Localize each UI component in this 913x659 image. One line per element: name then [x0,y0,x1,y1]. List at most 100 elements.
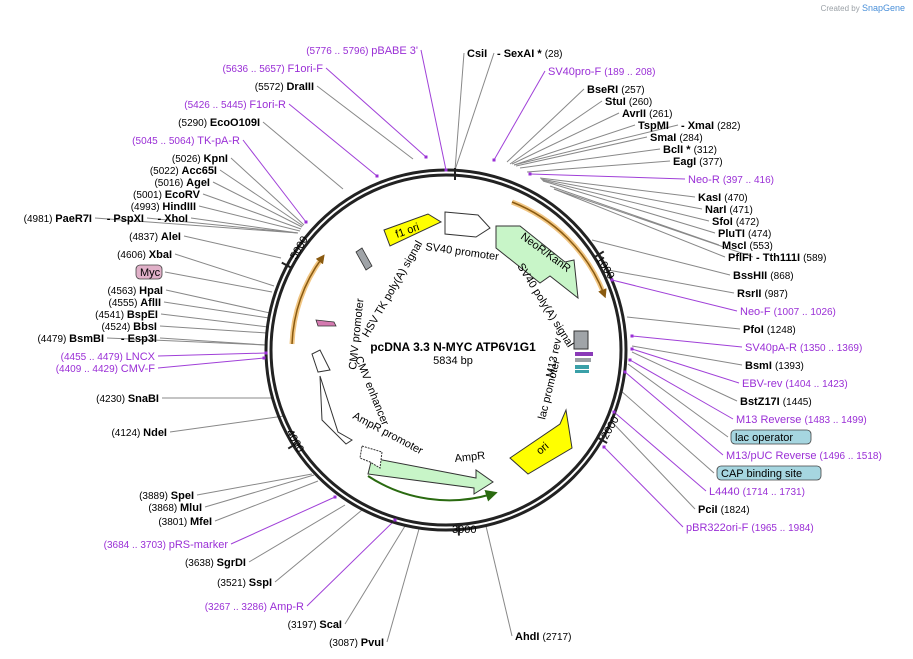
site-label-sfoi[interactable]: SfoI (472) [712,216,759,228]
site-label-pflfi[interactable]: PflFI [728,252,752,264]
site-label-ebv-rev[interactable]: EBV-rev (1404 .. 1423) [742,378,848,390]
site-label-xmai[interactable]: - XmaI (282) [681,120,740,132]
site-label-pvui[interactable]: (3087) PvuI [329,637,384,649]
site-text-pspxi: - PspXI [107,213,144,225]
site-label-hindiii[interactable]: (4993) HindIII [131,201,196,213]
site-text-bcli: BclI * (312) [663,144,717,156]
site-label-lac-operator[interactable]: lac operator [730,429,812,445]
leader-line-alei [183,235,282,259]
site-label-eagi[interactable]: EagI (377) [673,156,723,168]
site-label-hpai[interactable]: (4563) HpaI [107,285,163,297]
site-label-neo-r[interactable]: Neo-R (397 .. 416) [688,174,774,186]
site-label-mlui[interactable]: (3868) MluI [148,502,202,514]
leader-line-bsmbi [106,337,267,346]
site-label-nari[interactable]: NarI (471) [705,204,753,216]
site-label-draiii[interactable]: (5572) DraIII [255,81,314,93]
leader-line-tth111i [553,188,754,258]
leader-line-nari [540,178,703,210]
site-label-stui[interactable]: StuI (260) [605,96,652,108]
site-label-tspmi[interactable]: TspMI [638,120,669,132]
site-text-sspi: (3521) SspI [217,577,272,589]
site-label-bbsi[interactable]: (4524) BbsI [101,321,157,333]
backbone-inner [269,173,623,527]
site-text-csii: CsiI [467,48,487,60]
site-label-bsmi[interactable]: BsmI (1393) [745,360,804,372]
tick-4000 [287,441,299,450]
site-label-ahdi[interactable]: AhdI (2717) [515,631,571,643]
site-label-myc[interactable]: Myc [135,264,163,280]
site-text-xbai: (4606) XbaI [117,249,172,261]
leader-line-sspi [274,509,363,583]
site-label-agei[interactable]: (5016) AgeI [154,177,210,189]
tick-5000 [281,261,293,270]
site-label-pbabe-3[interactable]: (5776 .. 5796) pBABE 3' [306,45,418,57]
site-text-scai: (3197) ScaI [288,619,342,631]
site-label-bstz17i[interactable]: BstZ17I (1445) [740,396,812,408]
site-label-pbr322ori-f[interactable]: pBR322ori-F (1965 .. 1984) [686,522,814,534]
plasmid-length: 5834 bp [433,355,473,367]
site-label-m13-puc-reverse[interactable]: M13/pUC Reverse (1496 .. 1518) [726,450,882,462]
site-label-pspxi[interactable]: - PspXI [107,213,144,225]
site-label-kpni[interactable]: (5026) KpnI [172,153,228,165]
feature-sv40-polya [573,330,589,350]
site-label-avrii[interactable]: AvrII (261) [622,108,672,120]
site-label-sspi[interactable]: (3521) SspI [217,577,272,589]
site-label-alei[interactable]: (4837) AleI [129,231,181,243]
site-label-sv40pa-r[interactable]: SV40pA-R (1350 .. 1369) [745,342,862,354]
site-label-sgrdi[interactable]: (3638) SgrDI [185,557,246,569]
site-label-csii[interactable]: CsiI [467,48,487,60]
feature-m13-rev-site [575,352,593,356]
site-label-sv40pro-f[interactable]: SV40pro-F (189 .. 208) [548,66,655,78]
site-label-amp-r[interactable]: (3267 .. 3286) Amp-R [205,601,304,613]
site-label-kasi[interactable]: KasI (470) [698,192,748,204]
site-label-sexai[interactable]: - SexAI * (28) [497,48,562,60]
site-label-snabi[interactable]: (4230) SnaBI [96,393,159,405]
site-label-aflii[interactable]: (4555) AflII [109,297,161,309]
site-label-f1ori-r[interactable]: (5426 .. 5445) F1ori-R [184,99,286,111]
site-text-amp-r: (3267 .. 3286) Amp-R [205,601,304,613]
site-label-esp3i[interactable]: - Esp3I [121,333,157,345]
site-label-scai[interactable]: (3197) ScaI [288,619,342,631]
site-label-bcli[interactable]: BclI * (312) [663,144,717,156]
site-label-cmv-f[interactable]: (4409 .. 4429) CMV-F [56,363,156,375]
site-label-pcii[interactable]: PciI (1824) [698,504,750,516]
site-label-lncx[interactable]: (4455 .. 4479) LNCX [61,351,156,363]
site-label-bsshii[interactable]: BssHII (868) [733,270,794,282]
site-label-spei[interactable]: (3889) SpeI [139,490,194,502]
site-label-neo-f[interactable]: Neo-F (1007 .. 1026) [740,306,836,318]
site-label-l4440[interactable]: L4440 (1714 .. 1731) [709,486,805,498]
site-label-bseri[interactable]: BseRI (257) [587,84,645,96]
site-label-bspei[interactable]: (4541) BspEI [95,309,158,321]
site-label-tth111i[interactable]: - Tth111I (589) [756,252,826,264]
primer-mark-m13-puc-reverse [623,370,627,374]
site-label-bsmbi[interactable]: (4479) BsmBI [37,333,104,345]
site-label-paer7i[interactable]: (4981) PaeR7I [24,213,92,225]
site-label-rsrii[interactable]: RsrII (987) [737,288,788,300]
site-label-smai[interactable]: SmaI (284) [650,132,703,144]
site-text-prs-marker: (3684 .. 3703) pRS-marker [104,539,229,551]
site-label-ecorv[interactable]: (5001) EcoRV [133,189,201,201]
site-label-acc65i[interactable]: (5022) Acc65I [150,165,217,177]
site-label-prs-marker[interactable]: (3684 .. 3703) pRS-marker [104,539,229,551]
tick-label-3000: 3000 [452,524,476,536]
site-label-f1ori-f[interactable]: (5636 .. 5657) F1ori-F [223,63,324,75]
site-label-msci[interactable]: MscI (553) [722,240,773,252]
site-labels: CsiI - SexAI * (28) SV40pro-F (189 .. 208)… [24,45,882,649]
site-label-mfei[interactable]: (3801) MfeI [158,516,212,528]
site-label-xhoi[interactable]: - XhoI [157,213,188,225]
leader-line-lac-operator [627,363,729,438]
site-label-ecoo109i[interactable]: (5290) EcoO109I [178,117,260,129]
site-label-ndei[interactable]: (4124) NdeI [111,427,167,439]
site-text-ndei: (4124) NdeI [111,427,167,439]
site-label-m13-reverse[interactable]: M13 Reverse (1483 .. 1499) [736,414,867,426]
site-label-pluti[interactable]: PluTI (474) [718,228,771,240]
site-label-pfoi[interactable]: PfoI (1248) [743,324,796,336]
site-text-acc65i: (5022) Acc65I [150,165,217,177]
leader-line-scai [344,525,406,625]
site-label-cap-binding-site[interactable]: CAP binding site [716,465,822,481]
leader-line-myc [164,271,273,293]
site-label-tk-pa-r[interactable]: (5045 .. 5064) TK-pA-R [132,135,240,147]
site-label-xbai[interactable]: (4606) XbaI [117,249,172,261]
leader-line-bsshii [591,239,731,276]
